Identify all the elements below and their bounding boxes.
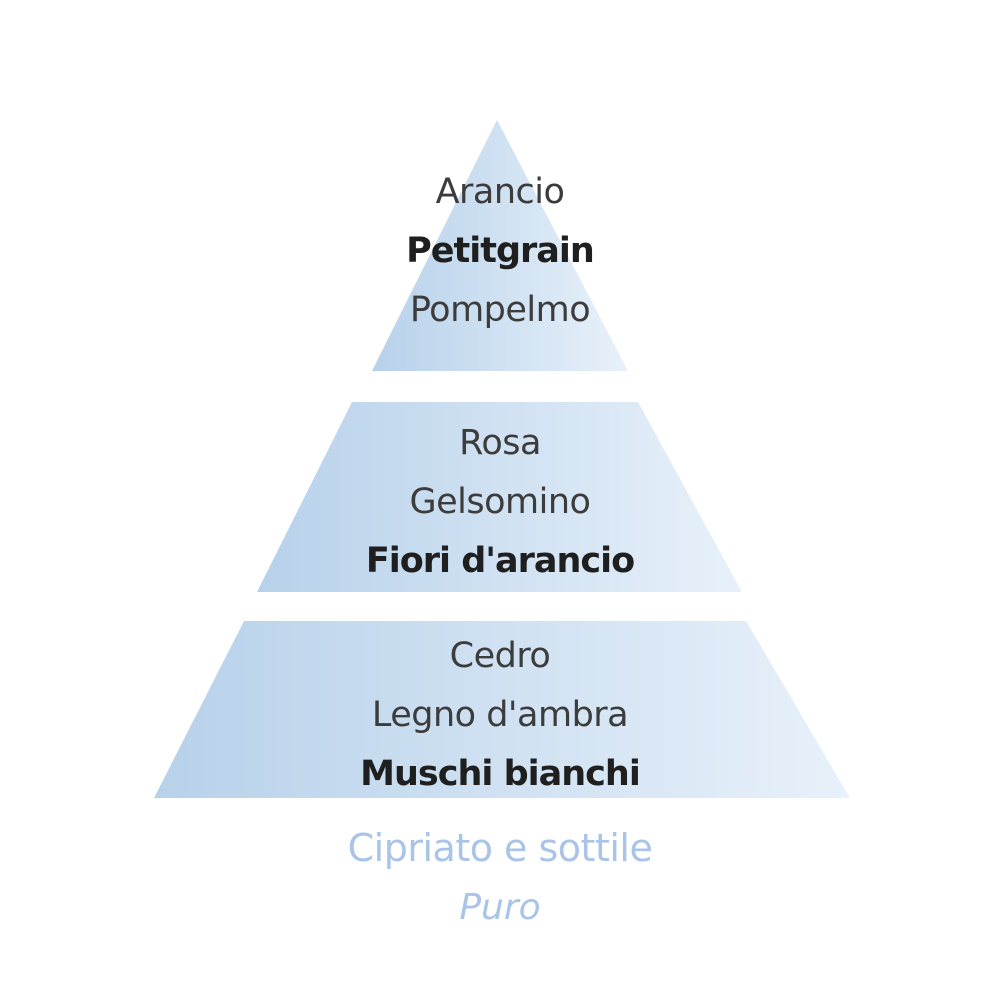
- caption-subtitle: Puro: [459, 887, 541, 928]
- top-notes: Arancio Petitgrain Pompelmo: [0, 163, 1000, 340]
- pyramid-tier-top: [372, 120, 628, 371]
- note-label: Cedro: [449, 636, 551, 676]
- note-label: Arancio: [435, 172, 565, 212]
- caption-title: Cipriato e sottile: [347, 826, 653, 870]
- pyramid-tier-middle: [257, 402, 742, 592]
- note-label: Legno d'ambra: [371, 695, 629, 735]
- note-label: Pompelmo: [409, 290, 591, 330]
- base-notes: Cedro Legno d'ambra Muschi bianchi: [0, 627, 1000, 804]
- note-label-highlight: Muschi bianchi: [360, 754, 641, 794]
- note-label-highlight: Petitgrain: [406, 231, 595, 271]
- heart-notes: Rosa Gelsomino Fiori d'arancio: [0, 414, 1000, 591]
- note-label: Rosa: [459, 423, 541, 463]
- pyramid-tier-base: [154, 621, 850, 798]
- note-label: Gelsomino: [409, 482, 591, 522]
- note-label-highlight: Fiori d'arancio: [365, 541, 635, 581]
- fragrance-caption: Cipriato e sottile Puro: [0, 818, 1000, 938]
